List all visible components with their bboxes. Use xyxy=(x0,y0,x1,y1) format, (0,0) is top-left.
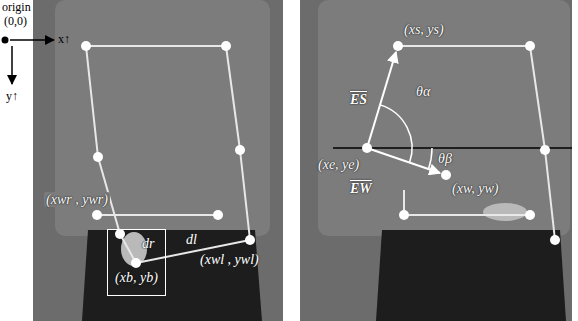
angle-arc xyxy=(429,148,433,169)
keypoint-label: (xwl , ywl) xyxy=(200,252,259,267)
angle-arc xyxy=(380,105,412,163)
skeleton-lines xyxy=(367,46,555,240)
keypoint xyxy=(93,152,103,162)
vector-arrow xyxy=(367,148,440,173)
vector-label: ES xyxy=(350,92,367,107)
upper-arm xyxy=(86,46,98,157)
keypoint xyxy=(525,210,535,220)
keypoint xyxy=(399,210,409,220)
vector-label: EW xyxy=(350,181,372,196)
sweater xyxy=(318,0,570,236)
origin-dot xyxy=(2,37,9,44)
x-axis-arrow xyxy=(10,39,54,41)
hand-box: (xb, yb) xyxy=(107,229,166,296)
trousers xyxy=(376,230,566,321)
keypoint xyxy=(221,41,231,51)
hip-line xyxy=(97,214,218,216)
keypoint xyxy=(115,229,125,239)
hip-line xyxy=(404,214,530,216)
keypoint xyxy=(540,145,550,155)
origin-coordinate: (0,0) xyxy=(4,15,27,28)
hand xyxy=(483,203,527,221)
keypoints xyxy=(362,41,560,245)
axis-label: x↑ xyxy=(58,33,70,46)
keypoint xyxy=(393,41,403,51)
angle-label: θβ xyxy=(438,151,452,166)
keypoint xyxy=(441,170,451,180)
forearm xyxy=(545,150,555,240)
keypoint-label: (xwr , ywr) xyxy=(44,192,110,207)
angle-label: θα xyxy=(416,84,430,99)
keypoint-label: (xw, yw) xyxy=(452,181,498,196)
skeleton-lines xyxy=(86,46,250,263)
keypoint xyxy=(525,41,535,51)
keypoint-label: (xe, ye) xyxy=(318,157,359,172)
y-axis-arrow xyxy=(11,46,13,84)
keypoint xyxy=(235,145,245,155)
forearm xyxy=(240,150,250,240)
upper-arm xyxy=(530,46,545,150)
vector-arrow xyxy=(367,52,396,148)
keypoint xyxy=(550,235,560,245)
keypoint-label: (xs, ys) xyxy=(404,22,444,37)
keypoint xyxy=(245,235,255,245)
keypoint xyxy=(131,258,141,268)
distance-label: dl xyxy=(186,232,197,247)
upper-arm xyxy=(226,46,240,150)
shoulder-line xyxy=(86,45,226,47)
keypoint xyxy=(213,210,223,220)
distance-label: dr xyxy=(142,236,154,251)
shoulder-line xyxy=(398,45,530,47)
trousers xyxy=(82,230,262,321)
keypoint xyxy=(362,143,372,153)
axis-label: y↑ xyxy=(6,90,18,103)
origin-label: origin xyxy=(2,1,31,14)
keypoint xyxy=(81,41,91,51)
photo-background xyxy=(300,0,572,321)
keypoint xyxy=(92,210,102,220)
photo-background xyxy=(33,0,283,321)
coordinate-label: (xb, yb) xyxy=(115,270,158,295)
